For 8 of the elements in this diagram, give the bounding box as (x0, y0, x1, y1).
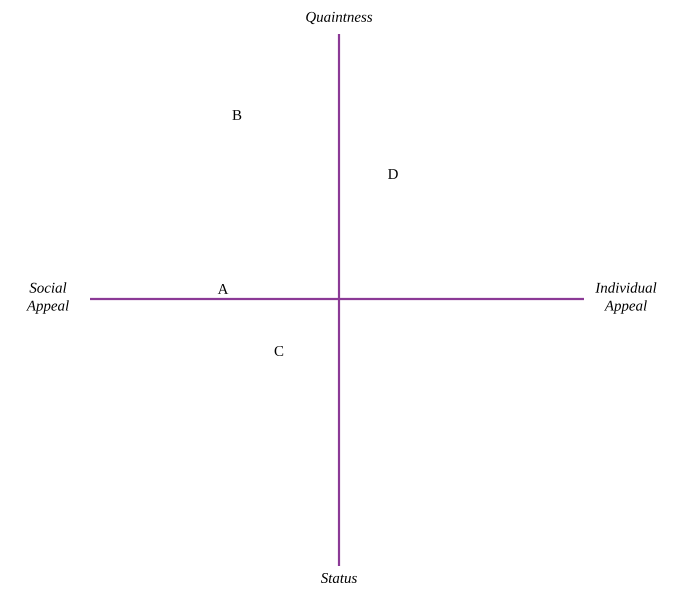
point-label: B (228, 109, 246, 121)
axis-label: Individual Appeal (595, 282, 656, 314)
point-label: C (270, 344, 288, 357)
point-label: D (384, 168, 402, 180)
axis-label: Status (320, 572, 357, 584)
axis-label: Social Appeal (26, 282, 69, 314)
point-label: A (214, 283, 232, 295)
axis-label: Quaintness (306, 12, 372, 24)
